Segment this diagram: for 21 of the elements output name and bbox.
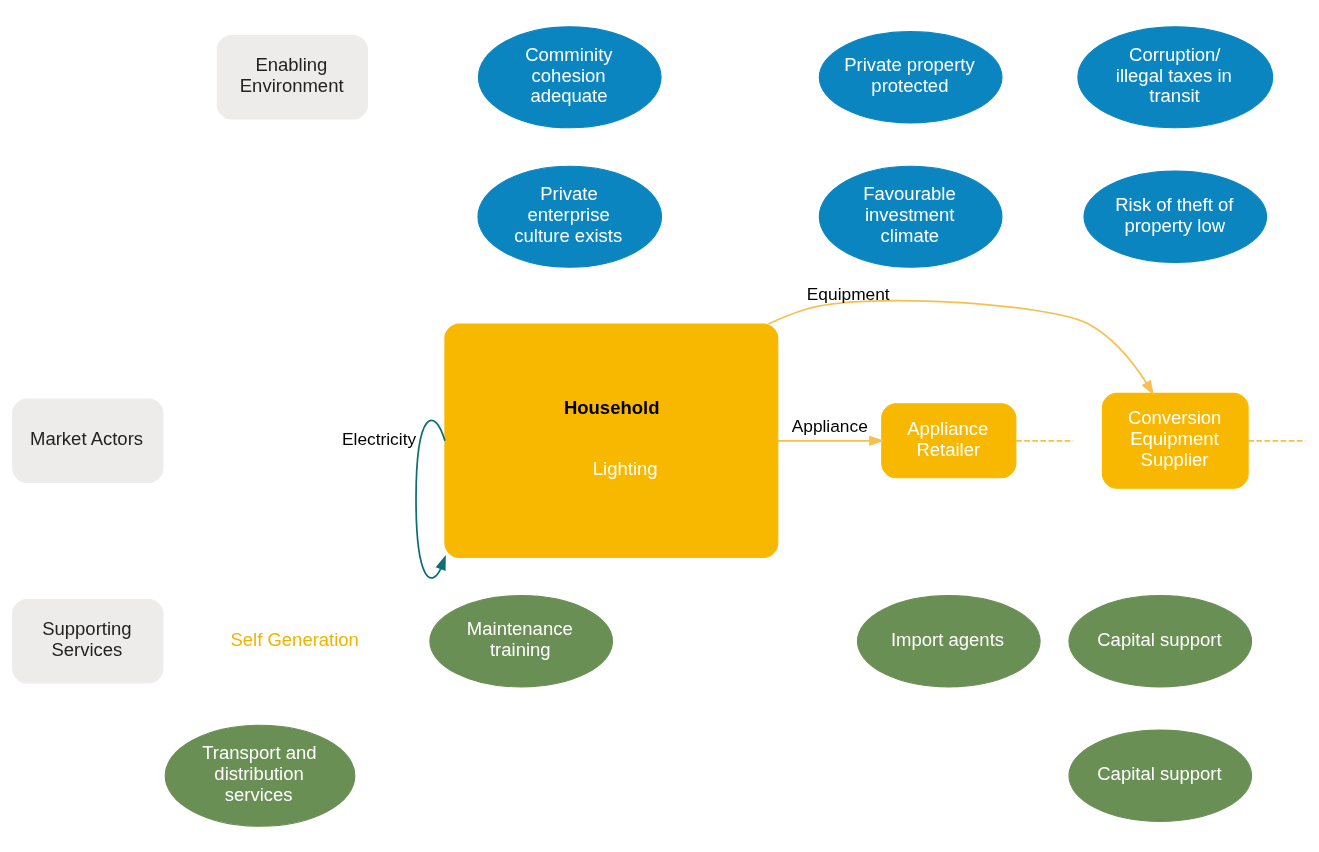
label: Self Generation: [230, 628, 359, 650]
node-ellipse: Private enterprise culture exists: [477, 165, 663, 268]
node-box: Appliance Retailer: [881, 402, 1017, 478]
node-ellipse: Capital support: [1068, 594, 1253, 687]
node-box: Household Lighting: [444, 322, 779, 558]
node-ellipse: Maintenance training: [429, 594, 614, 687]
edge-label: Equipment: [806, 283, 890, 304]
arrow: [767, 299, 1155, 395]
node-ellipse: Transport and distribution services: [164, 724, 356, 827]
arrow: [777, 435, 885, 446]
node-ellipse: Comminity cohesion adequate: [477, 25, 662, 128]
node-ellipse: Private property protected: [818, 30, 1003, 123]
node-ellipse: Import agents: [856, 594, 1041, 687]
node-ellipse: Capital support: [1068, 729, 1253, 822]
edge-label: Appliance: [791, 415, 868, 436]
edge-label: Electricity: [341, 428, 417, 449]
node-ellipse: Favourable investment climate: [818, 165, 1003, 268]
arrow: [415, 419, 446, 579]
node-box: Conversion Equipment Supplier: [1101, 392, 1249, 489]
node-ellipse: Risk of theft of property low: [1083, 170, 1268, 263]
node-ellipse: Corruption/ illegal taxes in transit: [1077, 25, 1274, 128]
